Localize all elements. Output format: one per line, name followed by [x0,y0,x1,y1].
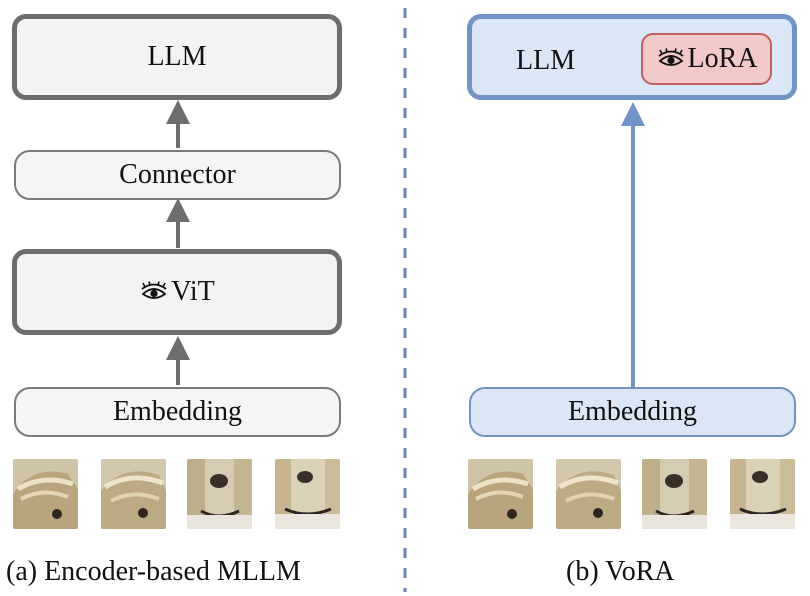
left-embedding-box: Embedding [14,387,341,437]
image-patch-icon [187,459,252,529]
vit-label: ViT [171,276,215,307]
lora-content: LoRA [656,43,758,75]
right-embedding-box: Embedding [469,387,796,437]
vit-content: ViT [139,276,215,308]
arrow-embedding-to-llm-vora [621,102,645,390]
arrow-vit-to-connector [166,198,190,248]
arrow-embedding-to-vit [166,336,190,385]
connector-label: Connector [119,159,236,190]
image-patch-icon [468,459,533,529]
image-patch-icon [13,459,78,529]
lora-label: LoRA [687,43,758,74]
left-embedding-label: Embedding [112,396,243,427]
image-patch-icon [642,459,707,529]
right-llm-label: LLM [516,45,576,76]
eye-icon [657,48,684,66]
lora-box: LoRA [641,33,772,85]
left-caption: (a) Encoder-based MLLM [6,556,301,587]
arrow-connector-to-llm [166,100,190,148]
image-patch-icon [101,459,166,529]
vit-box: ViT [12,249,342,335]
connector-box: Connector [14,150,341,200]
left-llm-label: LLM [147,41,207,72]
eye-icon [141,281,167,299]
right-embedding-label: Embedding [567,396,698,427]
image-patch-icon [730,459,795,529]
image-patch-icon [556,459,621,529]
right-caption: (b) VoRA [566,556,675,587]
left-llm-box: LLM [12,14,342,100]
image-patch-icon [275,459,340,529]
